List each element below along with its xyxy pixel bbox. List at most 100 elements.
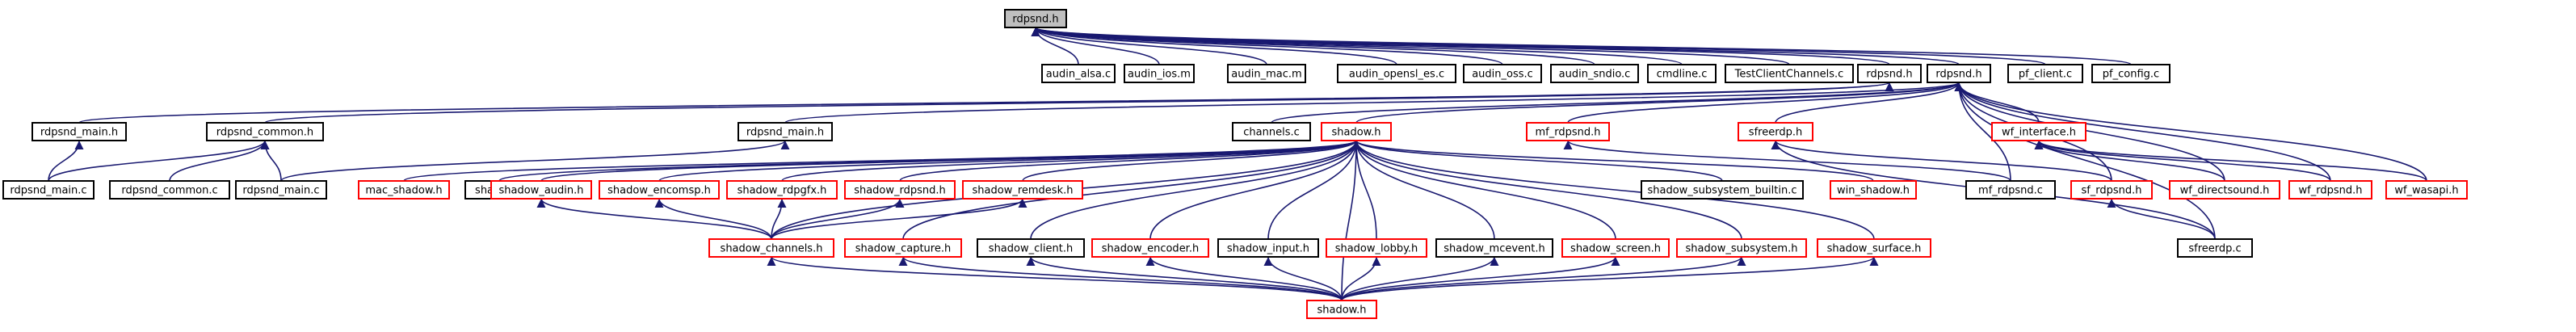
edge-shadow_channels_h-to-shadow_rdpsnd_h: [771, 198, 905, 240]
node-label: rdpsnd_common.c: [121, 185, 217, 197]
node-rdpsnd-h-root[interactable]: rdpsnd.h: [1004, 9, 1067, 28]
node-label: mac_shadow.h: [365, 185, 442, 197]
node-shadow-mcevent-h[interactable]: shadow_mcevent.h: [1435, 238, 1553, 258]
node-box: [1217, 238, 1319, 258]
node-channels-c[interactable]: channels.c: [1232, 122, 1311, 141]
node-box: [1830, 180, 1917, 200]
node-box: [708, 238, 834, 258]
node-label: shadow_subsystem.h: [1686, 243, 1798, 255]
node-rdpsnd-main-h-a[interactable]: rdpsnd_main.h: [32, 122, 127, 141]
node-audin-opensl-es-c[interactable]: audin_opensl_es.c: [1337, 64, 1456, 83]
node-box: [977, 238, 1085, 258]
node-label: shadow_channels.h: [721, 243, 823, 255]
node-wf-wasapi-h[interactable]: wf_wasapi.h: [2385, 180, 2468, 200]
node-box: [2007, 64, 2083, 83]
node-box: [1991, 122, 2086, 141]
node-box: [844, 180, 956, 200]
node-audin-alsa-c[interactable]: audin_alsa.c: [1041, 64, 1116, 83]
node-label: channels.c: [1243, 127, 1300, 139]
node-audin-oss-c[interactable]: audin_oss.c: [1463, 64, 1542, 83]
edge-shadow_encoder_h-to-shadow_h_top: [1149, 140, 1361, 240]
node-rdpsnd-main-h-b[interactable]: rdpsnd_main.h: [738, 122, 833, 141]
node-label: mf_rdpsnd.h: [1536, 127, 1601, 139]
node-wf-directsound-h[interactable]: wf_directsound.h: [2169, 180, 2280, 200]
node-shadow-subsystem-h[interactable]: shadow_subsystem.h: [1676, 238, 1807, 258]
node-box: [1817, 238, 1931, 258]
node-label: audin_sndio.c: [1559, 69, 1631, 81]
file-nodes: rdpsnd.h audin_alsa.c audin_ios.m audin_mac…: [2, 9, 2468, 319]
node-box: [2070, 180, 2153, 200]
node-wf-interface-h[interactable]: wf_interface.h: [1991, 122, 2086, 141]
node-shadow-h-top[interactable]: shadow.h: [1321, 122, 1392, 141]
node-pf-config-c[interactable]: pf_config.c: [2091, 64, 2170, 83]
edge-wf_directsound_h-to-wf_interface_h: [2034, 140, 2225, 182]
node-rdpsnd-common-h[interactable]: rdpsnd_common.h: [206, 122, 324, 141]
node-box: [2169, 180, 2280, 200]
edge-mf_rdpsnd_h-to-rdpsnd_h_server: [1567, 82, 1964, 124]
node-rdpsnd-h-client[interactable]: rdpsnd.h: [1857, 64, 1922, 83]
node-label: rdpsnd_main.c: [10, 185, 86, 197]
node-box: [358, 180, 450, 200]
node-rdpsnd-common-c[interactable]: rdpsnd_common.c: [109, 180, 230, 200]
edge-shadow_h_bottom-to-shadow_channels_h: [767, 256, 1343, 301]
node-cmdline-c[interactable]: cmdline.c: [1647, 64, 1717, 83]
node-shadow-audin-h[interactable]: shadow_audin.h: [490, 180, 592, 200]
node-shadow-encoder-h[interactable]: shadow_encoder.h: [1091, 238, 1209, 258]
node-label: rdpsnd_main.c: [242, 185, 319, 197]
node-box: [2288, 180, 2372, 200]
node-box: [844, 238, 962, 258]
node-box: [490, 180, 592, 200]
node-box: [962, 180, 1083, 200]
edge-audin_mac_m-to-rdpsnd_h_root: [1031, 27, 1267, 65]
edge-wf_rdpsnd_h-to-rdpsnd_h_server: [1954, 82, 2331, 182]
node-rdpsnd-main-c-a[interactable]: rdpsnd_main.c: [2, 180, 95, 200]
node-shadow-subsystem-builtin-c[interactable]: shadow_subsystem_builtin.c: [1641, 180, 1804, 200]
node-mf-rdpsnd-c[interactable]: mf_rdpsnd.c: [1965, 180, 2056, 200]
edge-rdpsnd_common_c-to-rdpsnd_common_h: [169, 140, 270, 182]
edge-shadow_subsystem_builtin_c-to-shadow_h_top: [1351, 140, 1723, 182]
node-box: [1041, 64, 1116, 83]
node-shadow-rdpsnd-h[interactable]: shadow_rdpsnd.h: [844, 180, 956, 200]
node-audin-ios-m[interactable]: audin_ios.m: [1124, 64, 1195, 83]
node-shadow-capture-h[interactable]: shadow_capture.h: [844, 238, 962, 258]
node-shadow-lobby-h[interactable]: shadow_lobby.h: [1326, 238, 1427, 258]
edge-shadow_h_top-to-rdpsnd_h_server: [1355, 82, 1964, 124]
node-shadow-surface-h[interactable]: shadow_surface.h: [1817, 238, 1931, 258]
node-wf-rdpsnd-h[interactable]: wf_rdpsnd.h: [2288, 180, 2372, 200]
node-win-shadow-h[interactable]: win_shadow.h: [1830, 180, 1917, 200]
node-label: rdpsnd_main.h: [746, 127, 824, 139]
edge-wf_rdpsnd_h-to-wf_interface_h: [2034, 140, 2331, 182]
node-box: [1321, 122, 1392, 141]
node-sfreerdp-c[interactable]: sfreerdp.c: [2177, 238, 2253, 258]
node-rdpsnd-main-c-b[interactable]: rdpsnd_main.c: [235, 180, 327, 200]
node-audin-sndio-c[interactable]: audin_sndio.c: [1550, 64, 1639, 83]
node-pf-client-c[interactable]: pf_client.c: [2007, 64, 2083, 83]
node-box: [2, 180, 95, 200]
node-rdpsnd-h-server[interactable]: rdpsnd.h: [1927, 64, 1991, 83]
node-shadow-rdpgfx-h[interactable]: shadow_rdpgfx.h: [726, 180, 838, 200]
node-shadow-client-h[interactable]: shadow_client.h: [977, 238, 1085, 258]
node-shadow-encomsp-h[interactable]: shadow_encomsp.h: [599, 180, 720, 200]
edge-shadow_h_bottom-to-shadow_client_h: [1026, 256, 1343, 301]
node-shadow-screen-h[interactable]: shadow_screen.h: [1561, 238, 1670, 258]
node-label: cmdline.c: [1657, 69, 1708, 81]
node-label: shadow_screen.h: [1570, 243, 1661, 255]
node-shadow-remdesk-h[interactable]: shadow_remdesk.h: [962, 180, 1083, 200]
node-sfreerdp-h[interactable]: sfreerdp.h: [1738, 122, 1813, 141]
node-audin-mac-m[interactable]: audin_mac.m: [1227, 64, 1306, 83]
node-label: rdpsnd.h: [1012, 14, 1058, 26]
node-mf-rdpsnd-h[interactable]: mf_rdpsnd.h: [1526, 122, 1610, 141]
node-label: shadow_encomsp.h: [607, 185, 711, 197]
node-box: [1337, 64, 1456, 83]
node-testclientchannels-c[interactable]: TestClientChannels.c: [1725, 64, 1854, 83]
node-label: shadow_mcevent.h: [1443, 243, 1545, 255]
edge-shadow_input_h-to-shadow_h_top: [1267, 140, 1361, 240]
node-label: wf_wasapi.h: [2394, 185, 2458, 197]
node-mac-shadow-h[interactable]: mac_shadow.h: [358, 180, 450, 200]
edge-rdpsnd_main_c_a-to-rdpsnd_main_h_a: [48, 140, 84, 182]
edge-wf_wasapi_h-to-rdpsnd_h_server: [1954, 82, 2427, 182]
node-shadow-input-h[interactable]: shadow_input.h: [1217, 238, 1319, 258]
node-shadow-channels-h[interactable]: shadow_channels.h: [708, 238, 834, 258]
node-shadow-h-bottom[interactable]: shadow.h: [1306, 300, 1377, 319]
node-sf-rdpsnd-h[interactable]: sf_rdpsnd.h: [2070, 180, 2153, 200]
